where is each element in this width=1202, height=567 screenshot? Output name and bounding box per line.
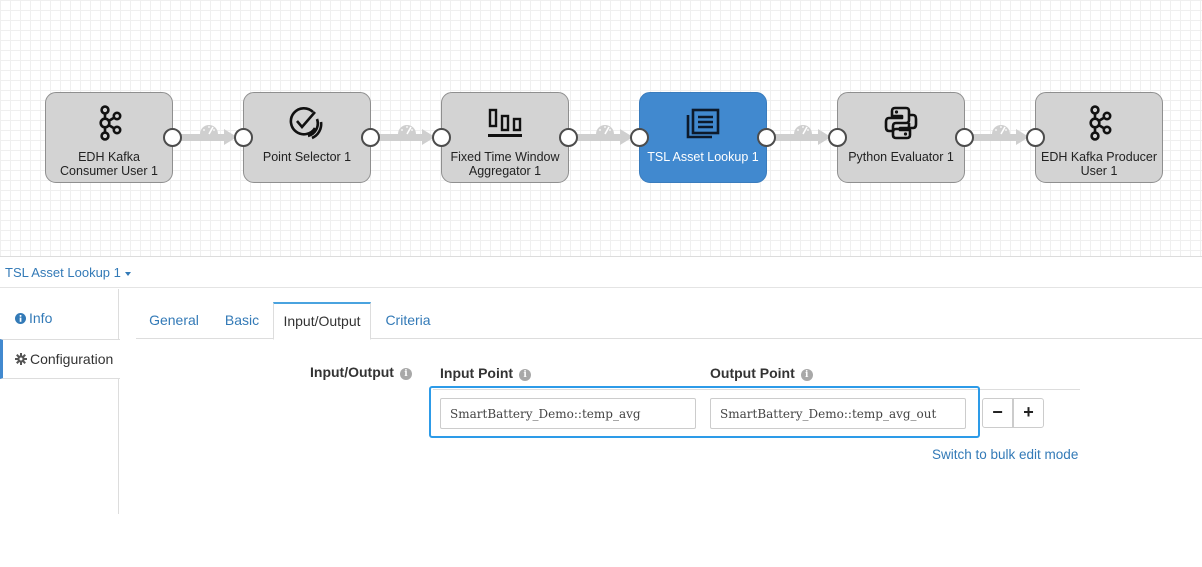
tab-criteria[interactable]: Criteria bbox=[385, 312, 431, 328]
input-port[interactable] bbox=[234, 128, 253, 147]
input-port[interactable] bbox=[630, 128, 649, 147]
input-port[interactable] bbox=[432, 128, 451, 147]
tab-input-output[interactable]: Input/Output bbox=[273, 302, 371, 340]
pipeline-canvas[interactable]: EDH Kafka Consumer User 1 Point Selector… bbox=[0, 0, 1202, 257]
input-port[interactable] bbox=[828, 128, 847, 147]
node-label: EDH Kafka Producer bbox=[1040, 150, 1158, 164]
node-label: User 1 bbox=[1080, 164, 1118, 178]
node-fixed-time-window-aggregator[interactable]: Fixed Time Window Aggregator 1 bbox=[441, 92, 569, 183]
output-port[interactable] bbox=[163, 128, 182, 147]
add-row-button[interactable]: + bbox=[1013, 398, 1044, 428]
panel-header: TSL Asset Lookup 1 bbox=[0, 258, 1202, 288]
node-label: Fixed Time Window bbox=[450, 150, 560, 164]
caret-down-icon bbox=[124, 271, 131, 276]
output-point-header-text: Output Point bbox=[710, 365, 795, 381]
bulk-edit-link[interactable]: Switch to bulk edit mode bbox=[932, 447, 1079, 462]
connector-arrow[interactable] bbox=[181, 125, 237, 145]
input-port[interactable] bbox=[1026, 128, 1045, 147]
connector-arrow[interactable] bbox=[775, 125, 831, 145]
connector-arrow[interactable] bbox=[973, 125, 1029, 145]
output-point-field[interactable] bbox=[710, 398, 966, 429]
info-icon[interactable]: i bbox=[519, 369, 532, 381]
kafka-icon bbox=[1036, 105, 1162, 141]
sidebar-item-label: Info bbox=[29, 310, 53, 326]
node-label: TSL Asset Lookup 1 bbox=[647, 150, 759, 164]
sidebar-item-configuration[interactable]: Configuration bbox=[0, 339, 120, 379]
output-port[interactable] bbox=[361, 128, 380, 147]
kafka-icon bbox=[46, 105, 172, 141]
connector-arrow[interactable] bbox=[577, 125, 633, 145]
node-label: Aggregator 1 bbox=[468, 164, 542, 178]
node-python-evaluator[interactable]: Python Evaluator 1 bbox=[837, 92, 965, 183]
output-port[interactable] bbox=[559, 128, 578, 147]
tab-general[interactable]: General bbox=[149, 312, 199, 328]
point-selector-icon bbox=[244, 105, 370, 141]
panel-title-dropdown[interactable]: TSL Asset Lookup 1 bbox=[5, 265, 131, 280]
node-label: EDH Kafka bbox=[78, 150, 140, 164]
node-tsl-asset-lookup[interactable]: TSL Asset Lookup 1 bbox=[639, 92, 767, 183]
output-port[interactable] bbox=[955, 128, 974, 147]
asset-lookup-icon bbox=[640, 105, 766, 141]
node-label: Python Evaluator 1 bbox=[848, 150, 954, 164]
input-point-header-text: Input Point bbox=[440, 365, 514, 381]
remove-row-button[interactable]: − bbox=[982, 398, 1013, 428]
io-section-label: Input/Output i bbox=[310, 364, 412, 380]
gauge-icon bbox=[596, 125, 614, 135]
node-edh-kafka-producer[interactable]: EDH Kafka Producer User 1 bbox=[1035, 92, 1163, 183]
input-point-field[interactable] bbox=[440, 398, 696, 429]
tab-basic[interactable]: Basic bbox=[224, 312, 260, 328]
panel-title: TSL Asset Lookup 1 bbox=[5, 265, 121, 280]
node-label: Consumer User 1 bbox=[60, 164, 158, 178]
input-point-header: Input Point i bbox=[440, 365, 532, 381]
sidebar-item-info[interactable]: Info bbox=[0, 299, 119, 339]
output-port[interactable] bbox=[757, 128, 776, 147]
output-point-header: Output Point i bbox=[710, 365, 813, 381]
gauge-icon bbox=[398, 125, 416, 135]
info-icon[interactable]: i bbox=[399, 368, 412, 380]
info-icon[interactable]: i bbox=[800, 369, 813, 381]
node-label: Point Selector 1 bbox=[262, 150, 352, 164]
info-circle-icon bbox=[15, 311, 26, 327]
io-section-label-text: Input/Output bbox=[310, 364, 394, 380]
node-edh-kafka-consumer[interactable]: EDH Kafka Consumer User 1 bbox=[45, 92, 173, 183]
gauge-icon bbox=[992, 125, 1010, 135]
python-icon bbox=[838, 105, 964, 141]
sidebar-item-label: Configuration bbox=[30, 351, 114, 367]
connector-arrow[interactable] bbox=[379, 125, 435, 145]
gear-icon bbox=[15, 352, 27, 368]
gauge-icon bbox=[794, 125, 812, 135]
config-sidebar: Info Configuration bbox=[0, 289, 120, 514]
io-row-highlight bbox=[429, 386, 980, 438]
aggregator-icon bbox=[442, 105, 568, 141]
node-point-selector[interactable]: Point Selector 1 bbox=[243, 92, 371, 183]
config-tabs: General Basic Input/Output Criteria bbox=[136, 302, 1202, 340]
gauge-icon bbox=[200, 125, 218, 135]
table-divider bbox=[433, 389, 1080, 390]
